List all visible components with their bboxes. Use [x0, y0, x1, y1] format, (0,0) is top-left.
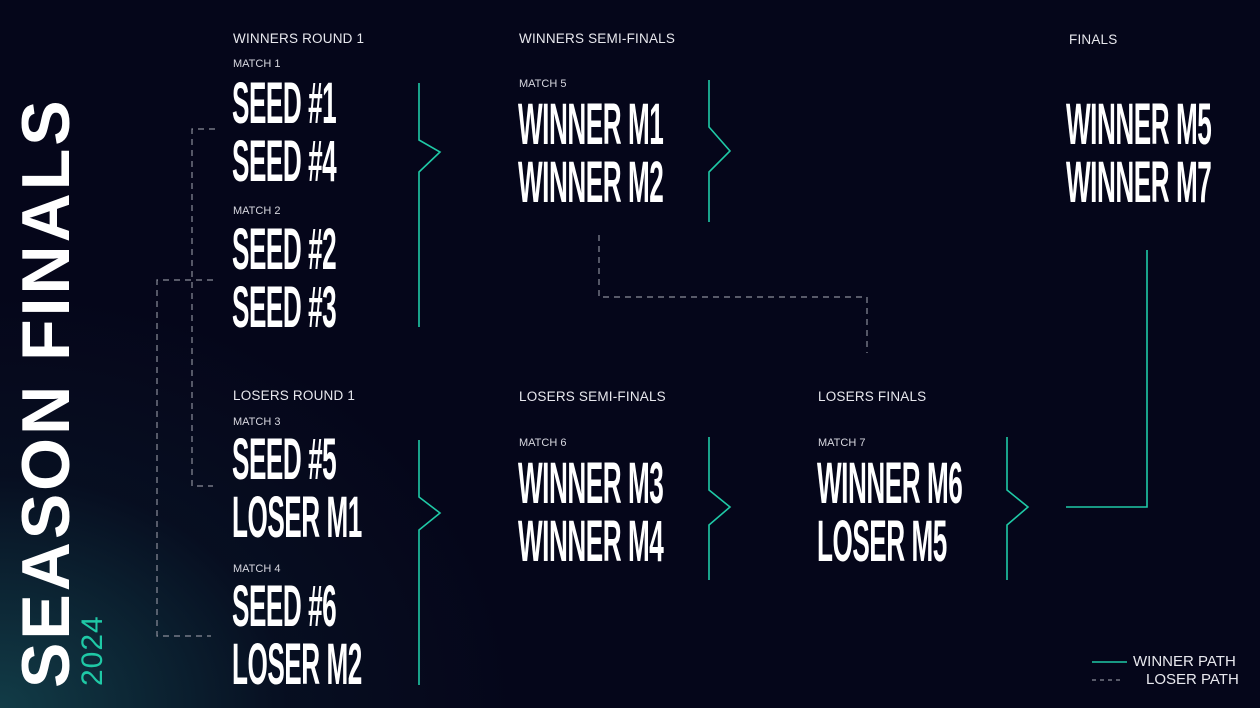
round-label-losers-finals: LOSERS FINALS: [818, 389, 927, 404]
winner-path-ls: [708, 437, 732, 580]
team-slot: LOSER M5: [817, 509, 947, 574]
match-label: MATCH 5: [519, 78, 567, 90]
match-label: MATCH 4: [233, 563, 281, 575]
winner-path-ws: [708, 80, 732, 222]
team-slot: WINNER M3: [518, 451, 664, 516]
loser-path-m1: [191, 128, 215, 487]
round-label-winners-r1: WINNERS ROUND 1: [233, 31, 365, 46]
team-slot: SEED #1: [232, 71, 337, 136]
winner-path-to-finals: [1066, 250, 1148, 508]
team-slot: WINNER M1: [518, 92, 664, 157]
legend-loser-path: LOSER PATH: [1146, 671, 1239, 688]
match-label: MATCH 6: [519, 437, 567, 449]
winner-path-lr1: [418, 440, 442, 685]
team-slot: SEED #5: [232, 427, 337, 492]
match-label: MATCH 7: [818, 437, 866, 449]
team-slot: WINNER M6: [817, 451, 963, 516]
loser-path-m2: [156, 279, 213, 637]
legend-winner-path: WINNER PATH: [1133, 653, 1236, 670]
team-slot: SEED #6: [232, 574, 337, 639]
match-label: MATCH 3: [233, 416, 281, 428]
team-slot: WINNER M2: [518, 150, 664, 215]
team-slot: WINNER M7: [1066, 150, 1212, 215]
team-slot: LOSER M1: [232, 485, 362, 550]
team-slot: SEED #4: [232, 129, 337, 194]
loser-path-m5: [598, 235, 868, 353]
winner-path-lf: [1006, 437, 1030, 580]
match-label: MATCH 2: [233, 205, 281, 217]
team-slot: WINNER M5: [1066, 92, 1212, 157]
round-label-finals: FINALS: [1069, 32, 1118, 47]
match-label: MATCH 1: [233, 58, 281, 70]
round-label-losers-r1: LOSERS ROUND 1: [233, 388, 356, 403]
team-slot: SEED #2: [232, 217, 337, 282]
team-slot: SEED #3: [232, 275, 337, 340]
team-slot: WINNER M4: [518, 509, 664, 574]
team-slot: LOSER M2: [232, 632, 362, 697]
winner-path-r1: [418, 83, 442, 327]
round-label-winners-semis: WINNERS SEMI-FINALS: [519, 31, 676, 46]
round-label-losers-semis: LOSERS SEMI-FINALS: [519, 389, 666, 404]
